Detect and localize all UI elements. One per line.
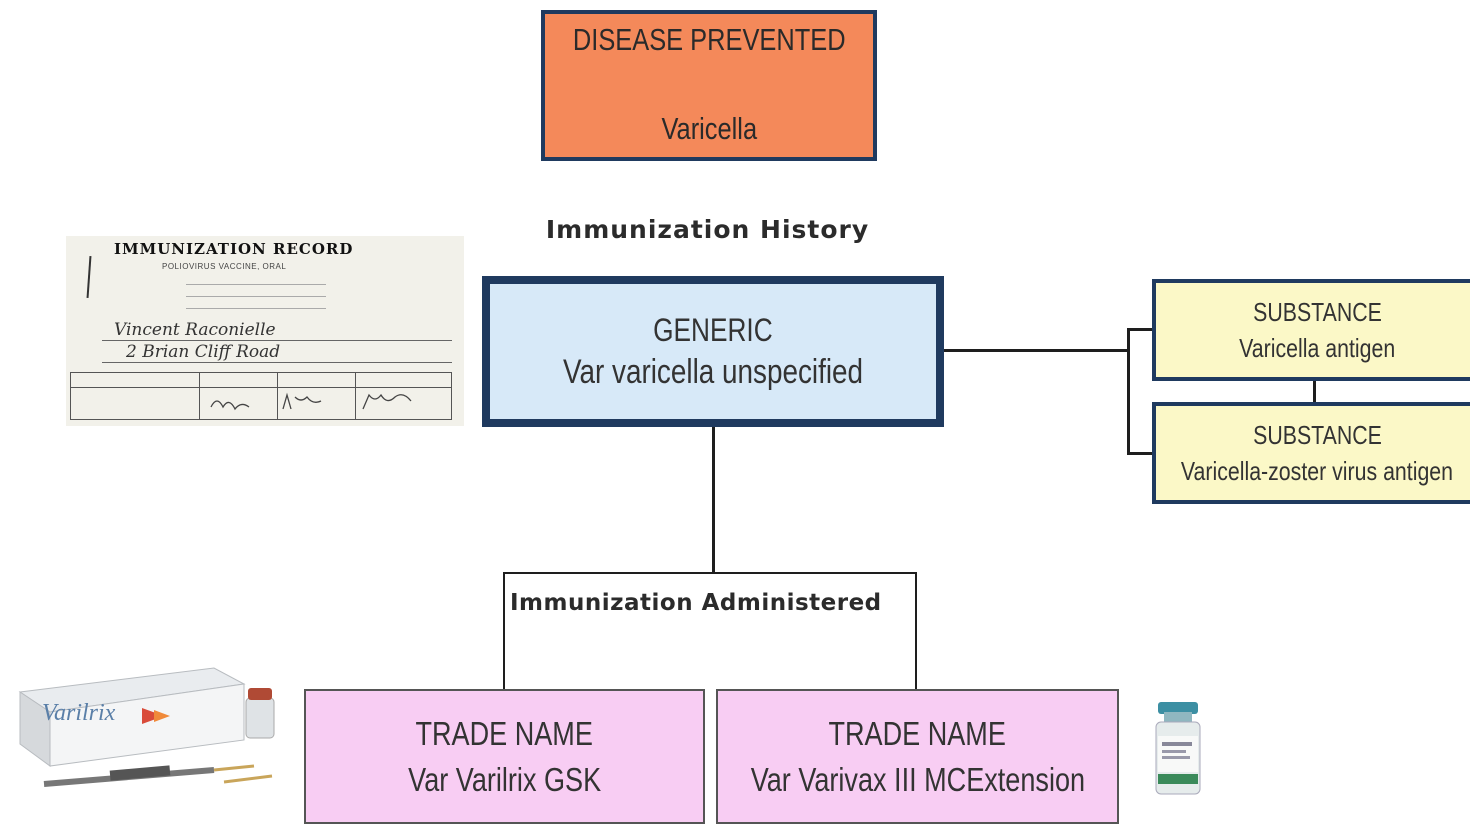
connector-bracket-bottom xyxy=(1127,452,1154,455)
substance-box-varicella-antigen: SUBSTANCE Varicella antigen xyxy=(1152,279,1470,381)
varivax-vial-image xyxy=(1155,702,1201,795)
record-card-date-scribbles xyxy=(210,392,412,411)
trade-name-value: Var Varivax III MCExtension xyxy=(750,760,1085,798)
generic-label: GENERIC xyxy=(653,311,773,348)
record-card-title: IMMUNIZATION RECORD xyxy=(114,240,354,258)
generic-box: GENERIC Var varicella unspecified xyxy=(482,276,944,427)
trade-name-box-varilrix: TRADE NAME Var Varilrix GSK xyxy=(304,689,705,824)
connector-generic-to-administered xyxy=(712,427,715,573)
trade-name-box-varivax: TRADE NAME Var Varivax III MCExtension xyxy=(716,689,1119,824)
substance-label: SUBSTANCE xyxy=(1252,420,1382,450)
disease-prevented-label: DISEASE PREVENTED xyxy=(572,22,846,57)
connector-generic-to-substances xyxy=(944,349,1128,352)
record-card-address-handwriting: 2 Brian Cliff Road xyxy=(126,342,281,362)
trade-name-label: TRADE NAME xyxy=(828,714,1007,752)
varilrix-brand-text: Varilrix xyxy=(42,700,116,726)
trade-name-label: TRADE NAME xyxy=(415,714,594,752)
connector-between-substances xyxy=(1313,381,1316,403)
connector-substance-bracket xyxy=(1127,328,1130,455)
trade-name-value: Var Varilrix GSK xyxy=(408,760,601,798)
immunization-history-heading: Immunization History xyxy=(545,215,870,244)
record-card-dates-grid xyxy=(70,372,452,420)
substance-box-vzv-antigen: SUBSTANCE Varicella-zoster virus antigen xyxy=(1152,402,1470,504)
record-card-name-handwriting: Vincent Raconielle xyxy=(114,320,276,340)
substance-value: Varicella-zoster virus antigen xyxy=(1180,456,1454,486)
generic-value: Var varicella unspecified xyxy=(562,352,864,391)
substance-value: Varicella antigen xyxy=(1238,333,1396,363)
immunization-record-card-image: IMMUNIZATION RECORD POLIOVIRUS VACCINE, … xyxy=(66,236,464,426)
record-card-subtitle: POLIOVIRUS VACCINE, ORAL xyxy=(162,262,287,271)
immunization-administered-heading: Immunization Administered xyxy=(510,590,882,616)
immunization-administered-bracket xyxy=(503,572,917,692)
connector-bracket-top xyxy=(1127,328,1154,331)
disease-prevented-value: Varicella xyxy=(661,111,757,146)
varilrix-product-image: Varilrix xyxy=(18,667,275,787)
substance-label: SUBSTANCE xyxy=(1252,297,1382,327)
disease-prevented-box: DISEASE PREVENTED Varicella xyxy=(541,10,877,161)
